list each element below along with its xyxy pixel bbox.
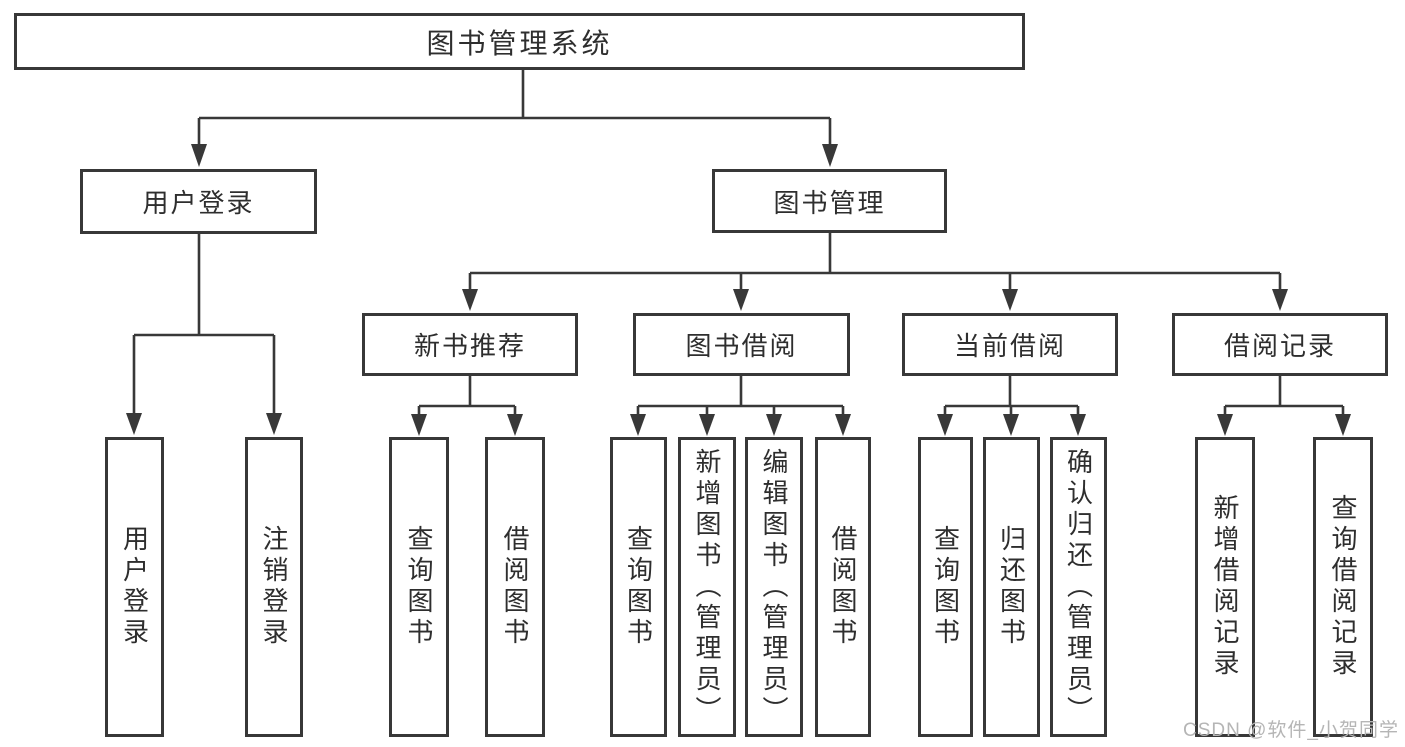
arrowhead-icons <box>126 144 1351 436</box>
leaf-label: 查询借阅记录 <box>1328 494 1358 680</box>
node-current-borrow: 当前借阅 <box>902 313 1118 376</box>
node-user-login: 用户登录 <box>80 169 317 234</box>
leaf-confirm-return-admin: 确认归还（管理员） <box>1050 437 1107 737</box>
leaf-user-login: 用户登录 <box>105 437 164 737</box>
node-label: 借阅记录 <box>1223 331 1336 361</box>
node-label: 图书管理系统 <box>426 27 613 59</box>
leaf-label: 查询图书 <box>404 525 434 649</box>
node-book-management: 图书管理 <box>712 169 947 233</box>
leaf-query-book-current: 查询图书 <box>918 437 973 737</box>
node-new-book-recommend: 新书推荐 <box>362 313 578 376</box>
node-label: 当前借阅 <box>953 331 1066 361</box>
leaf-label: 查询图书 <box>930 525 961 649</box>
leaf-label: 新增图书（管理员） <box>692 447 722 727</box>
leaf-add-book-admin: 新增图书（管理员） <box>678 437 736 737</box>
node-label: 图书管理 <box>773 187 886 218</box>
leaf-label: 用户登录 <box>119 525 150 649</box>
leaf-borrow-book-recommend: 借阅图书 <box>485 437 545 737</box>
leaf-logout: 注销登录 <box>245 437 303 737</box>
leaf-borrow-book: 借阅图书 <box>815 437 871 737</box>
csdn-watermark: CSDN @软件_小贺同学 <box>1183 720 1399 741</box>
node-library-management-system: 图书管理系统 <box>14 13 1025 70</box>
leaf-label: 新增借阅记录 <box>1210 494 1240 680</box>
leaf-query-book-borrow: 查询图书 <box>610 437 667 737</box>
node-label: 图书借阅 <box>685 331 798 361</box>
leaf-label: 借阅图书 <box>500 525 530 649</box>
node-label: 用户登录 <box>142 188 255 218</box>
node-label: 新书推荐 <box>413 331 526 361</box>
leaf-label: 注销登录 <box>259 525 289 649</box>
node-borrow-records: 借阅记录 <box>1172 313 1388 376</box>
leaf-label: 归还图书 <box>996 525 1027 649</box>
leaf-query-borrow-record: 查询借阅记录 <box>1313 437 1373 737</box>
node-book-borrow: 图书借阅 <box>633 313 850 376</box>
leaf-label: 编辑图书（管理员） <box>759 447 789 727</box>
leaf-label: 确认归还（管理员） <box>1063 447 1094 727</box>
leaf-edit-book-admin: 编辑图书（管理员） <box>745 437 803 737</box>
leaf-label: 查询图书 <box>623 525 654 649</box>
leaf-return-book: 归还图书 <box>983 437 1040 737</box>
leaf-label: 借阅图书 <box>828 525 858 649</box>
leaf-add-borrow-record: 新增借阅记录 <box>1195 437 1255 737</box>
leaf-query-book-recommend: 查询图书 <box>389 437 449 737</box>
